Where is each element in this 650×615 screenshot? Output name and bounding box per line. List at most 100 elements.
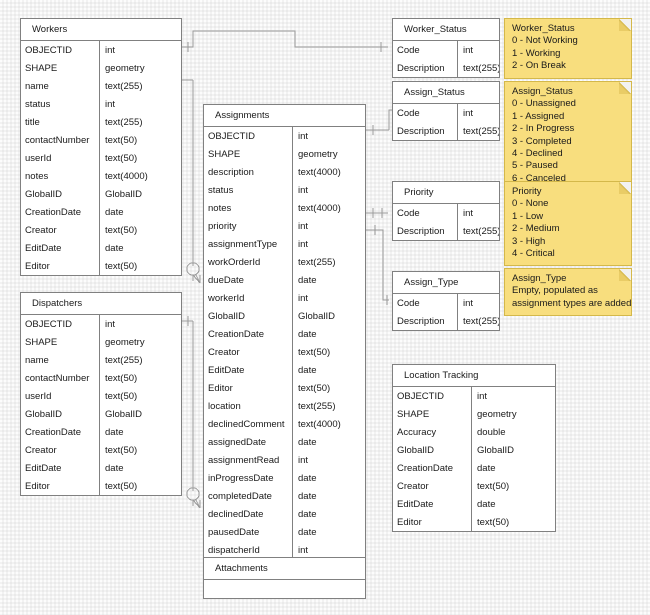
note-line: Empty, populated as — [512, 285, 598, 297]
field-type: date — [99, 423, 181, 441]
cardinality-zero-dispatchers — [186, 487, 200, 501]
crowsfoot-assignments-dispatcherid — [192, 499, 201, 509]
field-name: Code — [397, 297, 420, 309]
dogear-icon — [619, 181, 632, 194]
field-type: int — [471, 387, 555, 405]
entity-attachments[interactable]: Attachments — [203, 557, 366, 599]
dogear-icon — [619, 18, 632, 31]
field-type: text(4000) — [292, 163, 365, 181]
field-name: Code — [397, 107, 420, 119]
field-name: SHAPE — [208, 148, 241, 160]
field-type: int — [99, 41, 181, 59]
field-name: Accuracy — [397, 426, 437, 438]
field-type: text(255) — [292, 397, 365, 415]
field-type: text(255) — [99, 113, 181, 131]
field-type: text(50) — [99, 257, 181, 275]
table-row: SHAPE geometry — [393, 405, 555, 423]
field-type: int — [99, 95, 181, 113]
field-name: SHAPE — [397, 408, 430, 420]
field-name: Editor — [25, 480, 50, 492]
field-name: Code — [397, 44, 420, 56]
field-name: Description — [397, 125, 445, 137]
note-line: 0 - None — [512, 198, 549, 210]
field-type: GlobalID — [471, 441, 555, 459]
entity-worker-status-title: Worker_Status — [393, 19, 499, 41]
note-priority[interactable]: Priority 0 - None 1 - Low 2 - Medium 3 -… — [504, 181, 632, 267]
note-assign-type[interactable]: Assign_Type Empty, populated as assignme… — [504, 268, 632, 317]
note-worker-status[interactable]: Worker_Status 0 - Not Working 1 - Workin… — [504, 18, 632, 79]
field-name: EditDate — [208, 364, 245, 376]
field-type: date — [99, 203, 181, 221]
entity-dispatchers-title: Dispatchers — [21, 293, 181, 315]
field-type: int — [457, 41, 499, 59]
note-line: 6 - Canceled — [512, 172, 566, 184]
note-line: 2 - On Break — [512, 60, 566, 72]
field-name: Editor — [208, 382, 233, 394]
entity-priority-title: Priority — [393, 182, 499, 204]
field-type: int — [457, 104, 499, 122]
field-name: dispatcherId — [208, 544, 260, 556]
note-line: 4 - Critical — [512, 248, 555, 260]
field-name: workOrderId — [208, 256, 261, 268]
entity-assign-type-title: Assign_Type — [393, 272, 499, 294]
field-name: Description — [397, 225, 445, 237]
field-type: int — [292, 541, 365, 559]
field-name: OBJECTID — [397, 390, 444, 402]
table-row: OBJECTID int — [393, 387, 555, 405]
field-name: GlobalID — [397, 444, 434, 456]
note-line: 5 - Paused — [512, 160, 558, 172]
field-name: declinedComment — [208, 418, 285, 430]
field-type: GlobalID — [99, 185, 181, 203]
field-name: GlobalID — [208, 310, 245, 322]
entity-assign-status-title: Assign_Status — [393, 82, 499, 104]
field-name: assignedDate — [208, 436, 267, 448]
dogear-icon — [619, 81, 632, 94]
field-name: Description — [397, 62, 445, 74]
field-type: GlobalID — [292, 307, 365, 325]
field-type: text(255) — [457, 312, 499, 330]
table-row: Description text(255) — [393, 222, 499, 240]
field-type: int — [292, 127, 365, 145]
field-name: GlobalID — [25, 408, 62, 420]
field-type: text(50) — [99, 369, 181, 387]
field-type: date — [292, 469, 365, 487]
field-type: text(50) — [99, 221, 181, 239]
note-assign-status[interactable]: Assign_Status 0 - Unassigned 1 - Assigne… — [504, 81, 632, 192]
note-line: 3 - Completed — [512, 135, 572, 147]
field-name: Creator — [25, 224, 57, 236]
field-name: assignmentType — [208, 238, 278, 250]
field-type: text(255) — [292, 253, 365, 271]
note-line: assignment types are added — [512, 297, 632, 309]
field-type: int — [99, 315, 181, 333]
field-type: text(255) — [457, 222, 499, 240]
note-title: Worker_Status — [512, 23, 575, 34]
note-line: 4 - Declined — [512, 148, 563, 160]
table-row: Creator text(50) — [21, 221, 181, 239]
field-type: geometry — [471, 405, 555, 423]
field-type: int — [457, 204, 499, 222]
